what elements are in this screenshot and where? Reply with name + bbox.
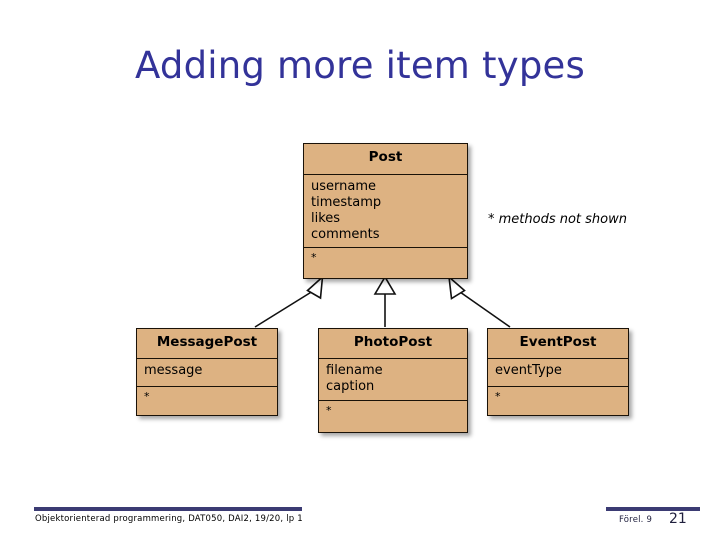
footer-rule-left xyxy=(34,507,302,511)
uml-attribute: comments xyxy=(311,227,380,242)
footer-lecture-label: Förel. 9 xyxy=(619,515,653,525)
uml-attribute: likes xyxy=(311,211,341,226)
page-title: Adding more item types xyxy=(135,44,585,87)
uml-class-name-eventpost: EventPost xyxy=(488,329,628,359)
uml-class-name-messagepost: MessagePost xyxy=(137,329,277,359)
uml-class-name-post: Post xyxy=(304,144,467,175)
uml-class-eventpost[interactable]: EventPost eventType * xyxy=(487,328,629,416)
uml-attributes-post: username timestamp likes comments xyxy=(304,175,467,248)
footer-course-text: Objektorienterad programmering, DAT050, … xyxy=(35,514,303,524)
uml-attribute: message xyxy=(144,363,203,378)
uml-class-messagepost[interactable]: MessagePost message * xyxy=(136,328,278,416)
uml-attributes-messagepost: message xyxy=(137,359,277,387)
uml-attribute: timestamp xyxy=(311,195,382,210)
uml-attribute: caption xyxy=(326,379,375,394)
generalization-eventpost-to-post xyxy=(447,275,511,328)
uml-attributes-photopost: filename caption xyxy=(319,359,467,401)
uml-attribute: username xyxy=(311,179,376,194)
footer-page-number: 21 xyxy=(669,511,687,527)
uml-attributes-eventpost: eventType xyxy=(488,359,628,387)
uml-methods-eventpost: * xyxy=(495,390,501,403)
uml-methods-post: * xyxy=(311,251,317,264)
methods-not-shown-note: * methods not shown xyxy=(488,212,628,227)
footer-rule-right xyxy=(606,507,700,511)
generalization-photopost-to-post xyxy=(373,275,397,327)
uml-class-name-photopost: PhotoPost xyxy=(319,329,467,359)
generalization-messagepost-to-post xyxy=(254,275,324,328)
uml-methods-photopost: * xyxy=(326,404,332,417)
uml-class-photopost[interactable]: PhotoPost filename caption * xyxy=(318,328,468,433)
uml-attribute: eventType xyxy=(495,363,562,378)
uml-attribute: filename xyxy=(326,363,383,378)
uml-class-post[interactable]: Post username timestamp likes comments * xyxy=(303,143,468,279)
uml-methods-messagepost: * xyxy=(144,390,150,403)
